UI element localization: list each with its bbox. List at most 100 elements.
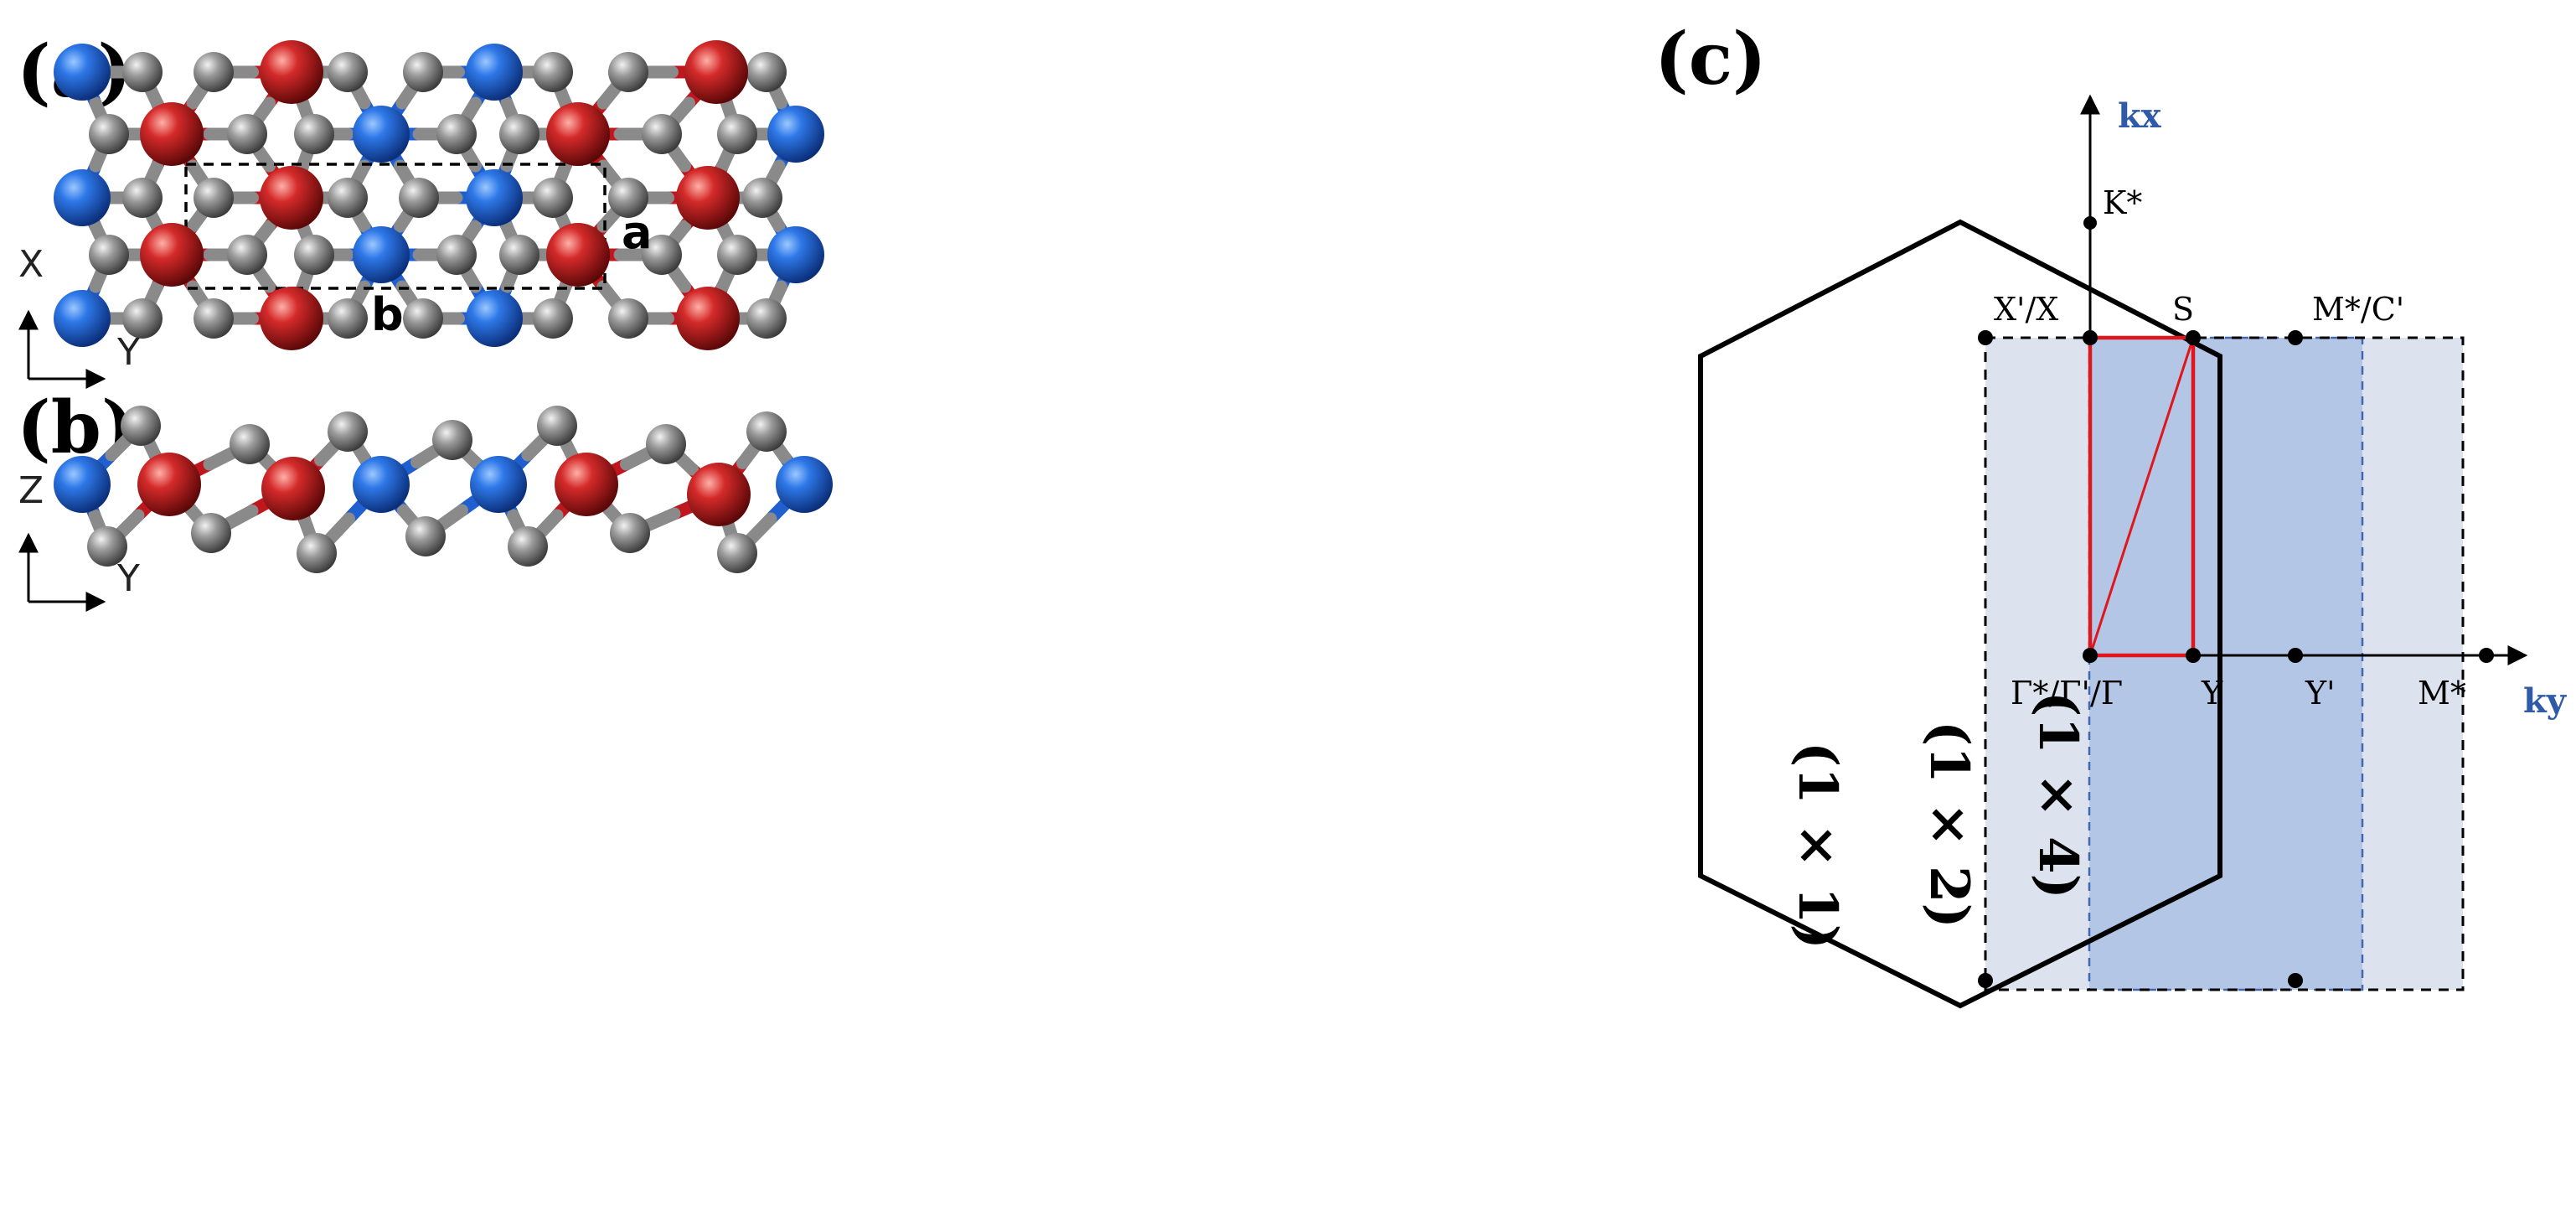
- red-atom: [260, 166, 323, 230]
- panel-c-label: (c): [1655, 17, 1767, 101]
- grey-atom: [499, 114, 539, 154]
- label-kstar: K*: [2103, 184, 2142, 221]
- red-atom: [261, 457, 325, 520]
- blue-atom: [466, 290, 523, 347]
- grey-atom: [403, 52, 443, 92]
- grey-atom: [87, 526, 127, 567]
- grey-atom: [328, 52, 368, 92]
- kpoint-yprime: [2288, 648, 2303, 663]
- kpoint-corner-bottom-left: [1978, 973, 1993, 988]
- kpoint-x: [2083, 330, 2098, 345]
- blue-atom: [466, 169, 523, 226]
- path-diagonal: [2088, 337, 2195, 656]
- cell-1x4-region: [2089, 338, 2362, 990]
- grey-atom: [646, 424, 686, 464]
- red-atom: [140, 223, 204, 287]
- blue-atom: [470, 456, 527, 513]
- grey-atom: [533, 298, 573, 339]
- grey-atom: [508, 526, 548, 567]
- grey-atom: [297, 533, 337, 573]
- red-atom: [546, 223, 610, 287]
- blue-atom: [767, 106, 824, 163]
- grey-atom: [432, 420, 472, 460]
- axis-z-label: Z: [18, 469, 44, 512]
- supercell-label-1x1: (1 × 1): [1786, 742, 1849, 950]
- grey-atom: [122, 178, 163, 218]
- grey-atom: [328, 411, 368, 452]
- grey-atom: [89, 114, 129, 154]
- grey-atom: [403, 298, 443, 339]
- blue-atom: [54, 290, 111, 347]
- grey-atom: [436, 114, 477, 154]
- panel-b-atoms: [54, 406, 833, 573]
- k-points: [1978, 216, 2494, 988]
- kpoint-mstar: [2479, 648, 2494, 663]
- label-s: S: [2172, 291, 2194, 328]
- supercell-label-1x4: (1 × 4): [2026, 691, 2089, 899]
- cell-1x4-border: [2088, 336, 2364, 991]
- lattice-vector-b: b: [371, 288, 404, 341]
- grey-atom: [610, 513, 650, 553]
- kpoint-mstar-cprime: [2288, 330, 2303, 345]
- blue-atom: [767, 226, 824, 283]
- grey-atom: [227, 114, 267, 154]
- kpoint-y: [2186, 648, 2201, 663]
- label-y: Y: [2201, 675, 2223, 712]
- grey-atom: [328, 298, 368, 339]
- grey-atom: [227, 235, 267, 275]
- grey-atom: [533, 52, 573, 92]
- grey-atom: [294, 235, 334, 275]
- blue-atom: [353, 106, 410, 163]
- grey-atom: [608, 52, 648, 92]
- red-atom: [676, 166, 740, 230]
- grey-atom: [608, 178, 648, 218]
- panel-b-axes: Z Y: [18, 469, 140, 612]
- red-atom: [260, 40, 323, 104]
- red-atom: [137, 453, 201, 516]
- blue-atom: [353, 456, 410, 513]
- kpoint-corner-bottom-right: [2288, 973, 2303, 988]
- red-atom: [676, 287, 740, 350]
- grey-atom: [122, 52, 163, 92]
- grey-atom: [742, 178, 782, 218]
- grey-atom: [328, 178, 368, 218]
- red-atom: [546, 102, 610, 166]
- grey-atom: [191, 513, 231, 553]
- blue-atom: [54, 44, 111, 101]
- grey-atom: [194, 52, 234, 92]
- grey-atom: [436, 235, 477, 275]
- red-atom: [687, 463, 751, 526]
- cell-1x2-border: [1984, 336, 2465, 991]
- kpoint-kstar: [2083, 216, 2097, 230]
- panel-a-atoms: [54, 40, 824, 350]
- supercell-label-1x2: (1 × 2): [1918, 721, 1980, 929]
- label-gamma: Γ*/Γ'/Γ: [2011, 675, 2123, 712]
- grey-atom: [499, 235, 539, 275]
- grey-atom: [537, 406, 577, 446]
- kx-axis-label: kx: [2118, 96, 2162, 136]
- label-yprime: Y': [2305, 675, 2336, 712]
- red-atom: [555, 453, 618, 516]
- brillouin-zone-hexagon: [1698, 219, 2222, 1009]
- blue-atom: [54, 456, 111, 513]
- kpoint-gamma: [2083, 648, 2098, 663]
- axis-x-label: X: [18, 243, 44, 286]
- grey-atom: [294, 114, 334, 154]
- blue-atom: [353, 226, 410, 283]
- grey-atom: [533, 178, 573, 218]
- blue-atom: [776, 456, 833, 513]
- grey-atom: [608, 298, 648, 339]
- grey-atom: [121, 406, 161, 446]
- unit-cell-box: [184, 163, 607, 290]
- grey-atom: [746, 411, 787, 452]
- blue-atom: [466, 44, 523, 101]
- ky-axis-label: ky: [2523, 681, 2568, 721]
- blue-atom: [54, 169, 111, 226]
- axis-y-label: Y: [116, 331, 140, 374]
- grey-atom: [399, 178, 439, 218]
- grey-atom: [717, 533, 757, 573]
- red-atom: [684, 40, 748, 104]
- panel-a: (a) a b X Y: [17, 29, 824, 389]
- label-mstar-cprime: M*/C': [2312, 291, 2404, 328]
- axis-y2-label: Y: [116, 557, 140, 600]
